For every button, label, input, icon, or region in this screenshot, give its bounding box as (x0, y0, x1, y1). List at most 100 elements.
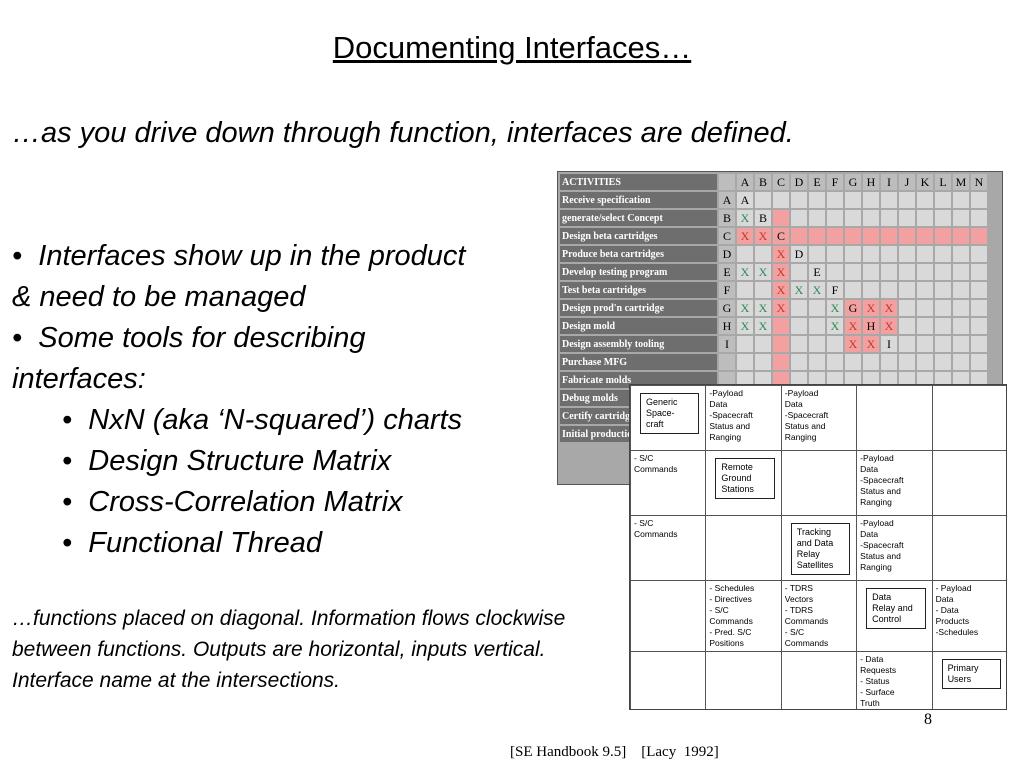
dsm-row-label: generate/select Concept (560, 210, 717, 226)
dsm-cell: X (827, 318, 843, 334)
dsm-column-header: K (917, 174, 933, 190)
dsm-column-header: B (755, 174, 771, 190)
dsm-cell: X (755, 300, 771, 316)
dsm-cell (935, 264, 951, 280)
dsm-cell (791, 354, 807, 370)
sub-bullet-dsm: • Design Structure Matrix (62, 441, 391, 482)
dsm-cell (791, 336, 807, 352)
dsm-cell (953, 246, 969, 262)
dsm-cell (899, 192, 915, 208)
dsm-cell: X (827, 300, 843, 316)
dsm-row-label: Develop testing program (560, 264, 717, 280)
dsm-cell (935, 246, 951, 262)
dsm-cell (755, 336, 771, 352)
n2-cell (931, 515, 1006, 581)
dsm-cell (899, 228, 915, 244)
dsm-cell (899, 246, 915, 262)
dsm-cell (791, 300, 807, 316)
dsm-cell (863, 210, 879, 226)
dsm-cell (737, 282, 753, 298)
dsm-cell (737, 246, 753, 262)
dsm-cell (953, 282, 969, 298)
dsm-cell (719, 354, 735, 370)
dsm-cell (881, 354, 897, 370)
dsm-cell: X (755, 318, 771, 334)
bullet-marker: • (62, 445, 73, 477)
bullet-marker: • (62, 404, 73, 436)
bullet-text: Functional Thread (88, 527, 323, 559)
dsm-cell (845, 282, 861, 298)
dsm-cell (809, 192, 825, 208)
n2-cell (705, 515, 782, 581)
dsm-column-header: D (791, 174, 807, 190)
n2-function-box: Generic Space- craft (640, 393, 700, 434)
dsm-cell: X (863, 300, 879, 316)
dsm-cell (953, 210, 969, 226)
dsm-cell (755, 354, 771, 370)
dsm-cell: A (719, 192, 735, 208)
dsm-cell: X (737, 300, 753, 316)
n2-interface-text: - Data Requests - Status - Surface Truth (860, 654, 897, 708)
dsm-cell (791, 318, 807, 334)
dsm-cell (755, 282, 771, 298)
dsm-cell: X (737, 210, 753, 226)
bullet-text: NxN (aka ‘N-squared’) charts (88, 404, 463, 436)
dsm-cell: F (827, 282, 843, 298)
dsm-cell (809, 318, 825, 334)
dsm-cell (953, 354, 969, 370)
dsm-cell: B (755, 210, 771, 226)
n2-interface-text: -Payload Data -Spacecraft Status and Ran… (860, 453, 904, 507)
bullet-marker: • (12, 240, 23, 272)
dsm-cell (827, 246, 843, 262)
dsm-cell: X (773, 282, 789, 298)
dsm-cell: X (881, 300, 897, 316)
dsm-header-label: ACTIVITIES (560, 174, 717, 190)
dsm-column-header: E (809, 174, 825, 190)
sub-bullet-nxn: • NxN (aka ‘N-squared’) charts (62, 400, 462, 441)
dsm-cell: X (773, 246, 789, 262)
n2-cell: Generic Space- craft (630, 385, 707, 451)
dsm-cell: E (719, 264, 735, 280)
dsm-cell (953, 228, 969, 244)
dsm-cell (773, 318, 789, 334)
dsm-cell (827, 210, 843, 226)
dsm-cell (953, 264, 969, 280)
dsm-column-header: C (773, 174, 789, 190)
dsm-cell: B (719, 210, 735, 226)
n2-cell (931, 450, 1006, 516)
slide-title: Documenting Interfaces… (332, 30, 692, 65)
n2-interface-text: -Payload Data -Spacecraft Status and Ran… (860, 518, 904, 572)
dsm-cell (935, 282, 951, 298)
dsm-cell: C (773, 228, 789, 244)
n2-table: Generic Space- craft-Payload Data -Space… (630, 385, 1006, 709)
n2-interface-text: - TDRS Vectors - TDRS Commands - S/C Com… (784, 583, 829, 648)
bullet-text: Interfaces show up in the product (38, 240, 466, 272)
dsm-cell: X (737, 228, 753, 244)
dsm-cell (827, 336, 843, 352)
n2-cell (630, 580, 707, 652)
dsm-row-label: Test beta cartridges (560, 282, 717, 298)
dsm-cell (881, 282, 897, 298)
dsm-cell: H (863, 318, 879, 334)
dsm-cell (863, 264, 879, 280)
n2-cell: - Schedules - Directives - S/C Commands … (705, 580, 782, 652)
n2-interface-text: - Schedules - Directives - S/C Commands … (709, 583, 755, 648)
n2-function-box: Data Relay and Control (866, 588, 926, 629)
n2-interface-text: -Payload Data -Spacecraft Status and Ran… (709, 388, 753, 442)
dsm-cell (917, 318, 933, 334)
dsm-cell: E (809, 264, 825, 280)
dsm-cell (953, 300, 969, 316)
dsm-cell (899, 318, 915, 334)
dsm-cell (845, 228, 861, 244)
dsm-row-label: Receive specification (560, 192, 717, 208)
dsm-cell (845, 246, 861, 262)
dsm-cell (935, 228, 951, 244)
n2-cell: Data Relay and Control (856, 580, 933, 652)
sub-bullet-thread: • Functional Thread (62, 523, 322, 564)
dsm-cell: X (755, 264, 771, 280)
dsm-cell (791, 264, 807, 280)
dsm-cell: X (881, 318, 897, 334)
dsm-cell: G (845, 300, 861, 316)
dsm-cell: D (791, 246, 807, 262)
